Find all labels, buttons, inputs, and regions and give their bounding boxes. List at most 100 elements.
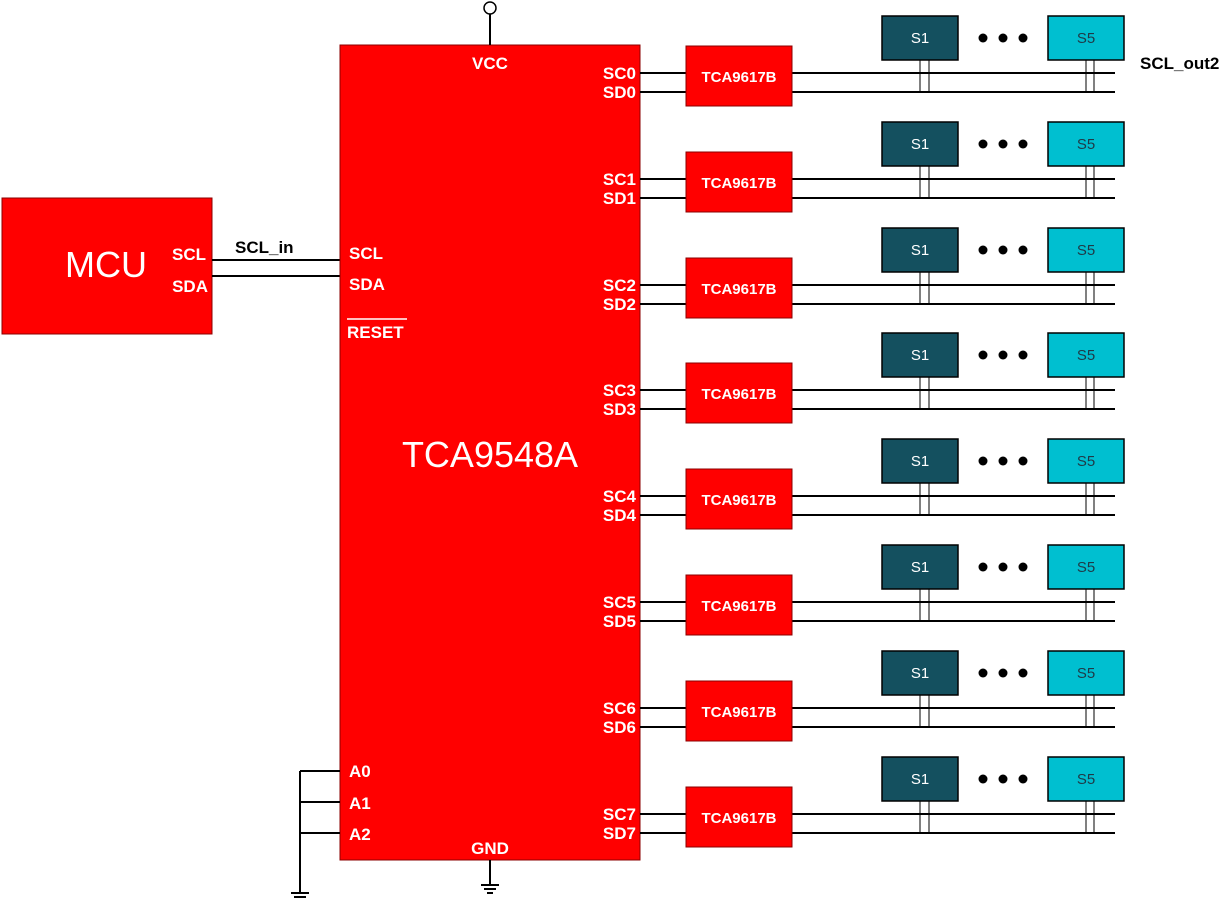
- channel-sd-label: SD2: [603, 295, 636, 314]
- ellipsis-dot-icon: [1018, 562, 1028, 572]
- channel-sd-label: SD7: [603, 824, 636, 843]
- mux-addr-a1: A1: [349, 794, 371, 813]
- channel-sc-label: SC1: [603, 170, 636, 189]
- sensor-s1-label: S1: [911, 453, 929, 470]
- buffer-label: TCA9617B: [701, 492, 776, 509]
- ellipsis-dot-icon: [998, 33, 1008, 43]
- sensor-s1-label: S1: [911, 242, 929, 259]
- ellipsis-dot-icon: [1018, 245, 1028, 255]
- sensor-s5-box: [1047, 756, 1125, 802]
- sensor-s1-label: S1: [911, 665, 929, 682]
- mux-vcc-label: VCC: [472, 54, 508, 73]
- buffer-block: [685, 151, 793, 213]
- sensor-s1-label: S1: [911, 559, 929, 576]
- channel-sd-label: SD4: [603, 506, 637, 525]
- sensor-s5-label: S5: [1077, 771, 1095, 788]
- mux-addr-a0: A0: [349, 762, 371, 781]
- ellipsis-dot-icon: [1018, 350, 1028, 360]
- ellipsis-dot-icon: [998, 562, 1008, 572]
- mux-addr-a2: A2: [349, 825, 371, 844]
- ellipsis-dot-icon: [978, 774, 988, 784]
- gnd-ground-icon: [481, 884, 499, 894]
- scl-in-label: SCL_in: [235, 238, 294, 257]
- channel-sd-label: SD0: [603, 83, 636, 102]
- sensor-s1-label: S1: [911, 347, 929, 364]
- channel-sd-label: SD6: [603, 718, 636, 737]
- mcu-pin-scl: SCL: [172, 245, 206, 264]
- ellipsis-dot-icon: [978, 456, 988, 466]
- buffer-label: TCA9617B: [701, 598, 776, 615]
- buffer-block: [685, 257, 793, 319]
- sensor-s5-label: S5: [1077, 453, 1095, 470]
- sensor-s1-label: S1: [911, 136, 929, 153]
- mux-sda-label: SDA: [349, 275, 385, 294]
- sensor-s5-box: [1047, 15, 1125, 61]
- sensor-s5-label: S5: [1077, 242, 1095, 259]
- buffer-block: [685, 468, 793, 530]
- sensor-s1-label: S1: [911, 30, 929, 47]
- buffer-label: TCA9617B: [701, 704, 776, 721]
- sensor-s5-box: [1047, 332, 1125, 378]
- sensor-s1-box: [881, 438, 959, 484]
- mux-reset-label: RESET: [347, 323, 404, 342]
- sensor-s1-box: [881, 332, 959, 378]
- addr-ground-icon: [291, 892, 309, 898]
- channel-sd-label: SD5: [603, 612, 636, 631]
- channel-sc-label: SC0: [603, 64, 636, 83]
- ellipsis-dot-icon: [998, 245, 1008, 255]
- ellipsis-dot-icon: [1018, 139, 1028, 149]
- sensor-s5-box: [1047, 650, 1125, 696]
- sensor-s5-box: [1047, 438, 1125, 484]
- ellipsis-dot-icon: [978, 245, 988, 255]
- sensor-s5-box: [1047, 544, 1125, 590]
- buffer-label: TCA9617B: [701, 175, 776, 192]
- buffer-label: TCA9617B: [701, 386, 776, 403]
- ellipsis-dot-icon: [978, 350, 988, 360]
- mcu-pin-sda: SDA: [172, 277, 208, 296]
- sensor-s5-box: [1047, 227, 1125, 273]
- channel-sd-label: SD1: [603, 189, 636, 208]
- sensor-s5-label: S5: [1077, 136, 1095, 153]
- channel-sc-label: SC2: [603, 276, 636, 295]
- ellipsis-dot-icon: [978, 33, 988, 43]
- sensor-s5-label: S5: [1077, 665, 1095, 682]
- buffer-block: [685, 45, 793, 107]
- channel-sd-label: SD3: [603, 400, 636, 419]
- buffer-block: [685, 680, 793, 742]
- sensor-s1-box: [881, 544, 959, 590]
- mcu-block: [1, 197, 213, 335]
- buffer-block: [685, 362, 793, 424]
- channel-sc-label: SC3: [603, 381, 636, 400]
- ellipsis-dot-icon: [1018, 668, 1028, 678]
- ellipsis-dot-icon: [998, 350, 1008, 360]
- sensor-s1-label: S1: [911, 771, 929, 788]
- channel-sc-label: SC4: [603, 487, 637, 506]
- mux-title: TCA9548A: [402, 434, 578, 475]
- buffer-block: [685, 574, 793, 636]
- channel-sc-label: SC7: [603, 805, 636, 824]
- mcu-title: MCU: [65, 244, 147, 285]
- ellipsis-dot-icon: [1018, 774, 1028, 784]
- channel-sc-label: SC5: [603, 593, 636, 612]
- ellipsis-dot-icon: [978, 562, 988, 572]
- mux-scl-label: SCL: [349, 244, 383, 263]
- ellipsis-dot-icon: [998, 456, 1008, 466]
- vcc-terminal-icon: [483, 1, 497, 15]
- ellipsis-dot-icon: [1018, 33, 1028, 43]
- ellipsis-dot-icon: [998, 139, 1008, 149]
- ellipsis-dot-icon: [978, 668, 988, 678]
- sensor-s1-box: [881, 756, 959, 802]
- channel-sc-label: SC6: [603, 699, 636, 718]
- ellipsis-dot-icon: [1018, 456, 1028, 466]
- buffer-label: TCA9617B: [701, 69, 776, 86]
- ellipsis-dot-icon: [978, 139, 988, 149]
- mux-gnd-label: GND: [471, 839, 509, 858]
- sensor-s5-label: S5: [1077, 559, 1095, 576]
- ellipsis-dot-icon: [998, 668, 1008, 678]
- sensor-s1-box: [881, 15, 959, 61]
- buffer-label: TCA9617B: [701, 281, 776, 298]
- buffer-label: TCA9617B: [701, 810, 776, 827]
- sensor-s5-label: S5: [1077, 347, 1095, 364]
